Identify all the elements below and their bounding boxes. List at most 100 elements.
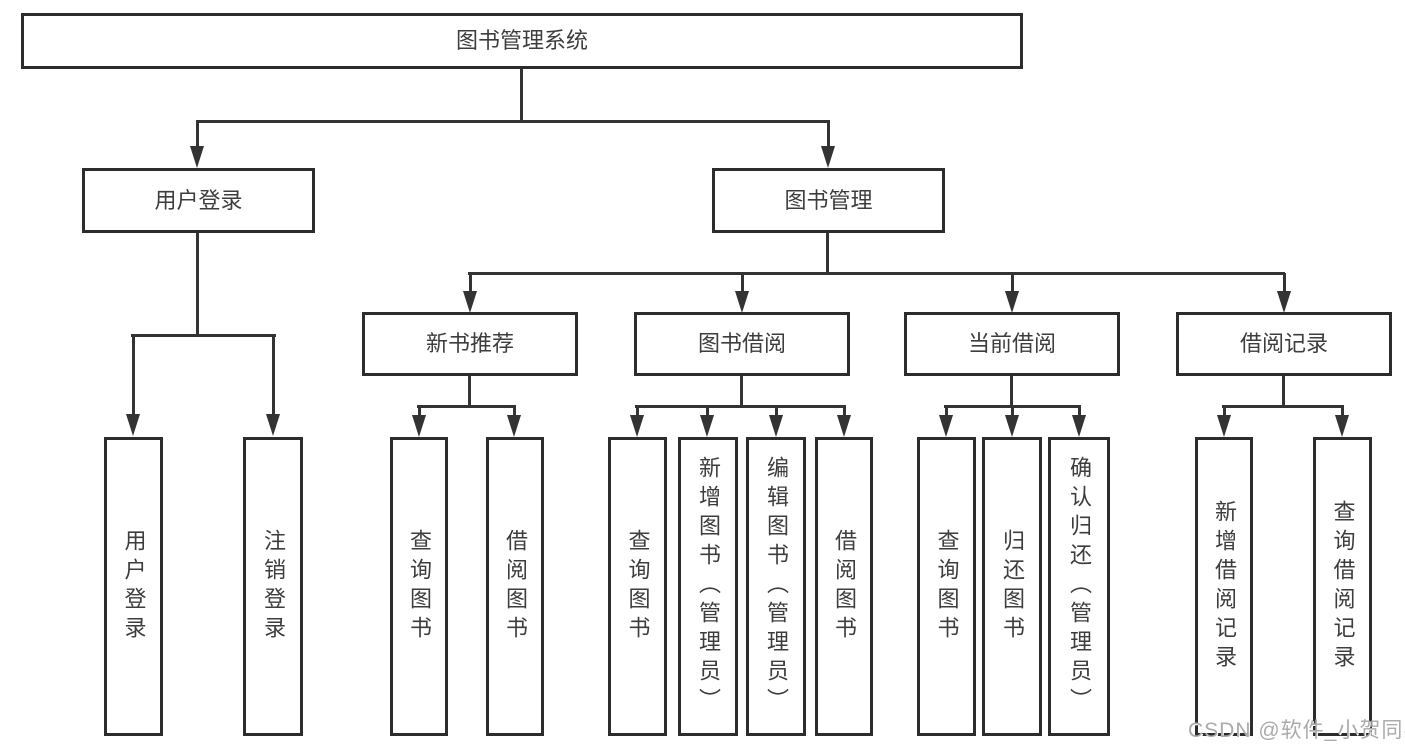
leaf-query-books-borrowing-label: 查询图书 bbox=[625, 528, 651, 645]
node-book-borrowing: 图书借阅 bbox=[634, 312, 850, 376]
arrow-shaft bbox=[1011, 406, 1014, 417]
leaf-borrow-books-borrowing: 借阅图书 bbox=[815, 437, 873, 736]
node-new-book-recommendation-label: 新书推荐 bbox=[425, 331, 514, 356]
leaf-return-books: 归还图书 bbox=[982, 437, 1042, 736]
leaf-query-borrow-record: 查询借阅记录 bbox=[1313, 437, 1372, 736]
leaf-user-login: 用户登录 bbox=[104, 437, 163, 736]
arrow-down-icon bbox=[190, 121, 205, 168]
leaf-confirm-return-admin: 确认归还（管理员） bbox=[1048, 437, 1110, 736]
arrow-shaft bbox=[636, 406, 639, 417]
arrow-head bbox=[266, 414, 280, 436]
arrow-shaft bbox=[1223, 406, 1226, 417]
leaf-logout: 注销登录 bbox=[243, 437, 303, 736]
arrow-head bbox=[1072, 415, 1086, 437]
arrow-down-icon bbox=[507, 406, 522, 437]
arrow-shaft bbox=[196, 121, 199, 148]
arrow-head bbox=[837, 415, 851, 437]
arrow-shaft bbox=[1078, 406, 1081, 417]
node-book-management: 图书管理 bbox=[712, 168, 945, 233]
arrow-head bbox=[735, 291, 749, 313]
leaf-add-borrow-record: 新增借阅记录 bbox=[1195, 437, 1253, 736]
arrow-head bbox=[821, 146, 835, 168]
leaf-query-books-current: 查询图书 bbox=[917, 437, 976, 736]
leaf-query-books-recommend: 查询图书 bbox=[390, 437, 448, 736]
connector-root-trunk bbox=[520, 66, 523, 122]
leaf-borrow-books-borrowing-label: 借阅图书 bbox=[832, 528, 857, 645]
node-new-book-recommendation: 新书推荐 bbox=[362, 312, 578, 376]
connector-recommend-trunk bbox=[468, 374, 471, 407]
arrow-head bbox=[1005, 415, 1019, 437]
connector-records-trunk bbox=[1282, 374, 1285, 407]
arrow-down-icon bbox=[1277, 273, 1292, 313]
leaf-add-books-admin: 新增图书（管理员） bbox=[678, 437, 738, 736]
arrow-down-icon bbox=[266, 336, 281, 436]
leaf-add-borrow-record-label: 新增借阅记录 bbox=[1212, 499, 1237, 674]
connector-borrowing-rail bbox=[635, 405, 846, 408]
arrow-shaft bbox=[741, 273, 744, 293]
node-borrowing-records: 借阅记录 bbox=[1176, 312, 1392, 376]
arrow-shaft bbox=[132, 336, 135, 416]
leaf-add-books-admin-label: 新增图书（管理员） bbox=[696, 456, 721, 717]
connector-user-login-rail bbox=[131, 334, 276, 337]
node-current-borrowing: 当前借阅 bbox=[904, 312, 1120, 376]
node-book-management-label: 图书管理 bbox=[784, 187, 873, 213]
connector-level3-rail bbox=[468, 272, 1285, 275]
leaf-query-borrow-record-label: 查询借阅记录 bbox=[1330, 499, 1356, 674]
leaf-confirm-return-admin-label: 确认归还（管理员） bbox=[1067, 456, 1092, 717]
connector-book-management-trunk bbox=[826, 231, 829, 275]
arrow-head bbox=[630, 415, 644, 437]
arrow-down-icon bbox=[700, 406, 715, 437]
arrow-down-icon bbox=[769, 406, 784, 437]
node-current-borrowing-label: 当前借阅 bbox=[967, 331, 1056, 356]
leaf-edit-books-admin-label: 编辑图书（管理员） bbox=[764, 456, 789, 717]
arrow-down-icon bbox=[1217, 406, 1232, 437]
node-user-login: 用户登录 bbox=[82, 168, 315, 233]
arrow-down-icon bbox=[837, 406, 852, 437]
arrow-head bbox=[1335, 415, 1349, 437]
arrow-down-icon bbox=[821, 121, 836, 168]
csdn-watermark: CSDN @软件_小贺同学 bbox=[1188, 719, 1405, 742]
arrow-shaft bbox=[706, 406, 709, 417]
arrow-head bbox=[939, 415, 953, 437]
arrow-down-icon bbox=[630, 406, 645, 437]
arrow-head bbox=[1005, 291, 1019, 313]
arrow-head bbox=[463, 291, 477, 313]
arrow-shaft bbox=[827, 121, 830, 148]
arrow-shaft bbox=[272, 336, 275, 416]
arrow-shaft bbox=[775, 406, 778, 417]
arrow-down-icon bbox=[1005, 273, 1020, 313]
connector-recommend-rail bbox=[417, 405, 516, 408]
leaf-user-login-label: 用户登录 bbox=[121, 528, 147, 645]
arrow-shaft bbox=[469, 273, 472, 293]
connector-borrowing-trunk bbox=[740, 374, 743, 407]
arrow-shaft bbox=[1283, 273, 1286, 293]
node-root: 图书管理系统 bbox=[21, 13, 1023, 69]
connector-current-trunk bbox=[1010, 374, 1013, 407]
leaf-query-books-borrowing: 查询图书 bbox=[608, 437, 667, 736]
arrow-shaft bbox=[843, 406, 846, 417]
arrow-shaft bbox=[1011, 273, 1014, 293]
node-borrowing-records-label: 借阅记录 bbox=[1239, 331, 1328, 356]
arrow-head bbox=[1217, 415, 1231, 437]
arrow-down-icon bbox=[1335, 406, 1350, 437]
arrow-down-icon bbox=[735, 273, 750, 313]
arrow-down-icon bbox=[1005, 406, 1020, 437]
arrow-head bbox=[507, 415, 521, 437]
leaf-return-books-label: 归还图书 bbox=[1000, 528, 1025, 645]
arrow-down-icon bbox=[412, 406, 427, 437]
connector-records-rail bbox=[1222, 405, 1344, 408]
arrow-down-icon bbox=[939, 406, 954, 437]
arrow-shaft bbox=[945, 406, 948, 417]
connector-level2-rail bbox=[196, 120, 830, 123]
node-book-borrowing-label: 图书借阅 bbox=[697, 331, 786, 356]
leaf-logout-label: 注销登录 bbox=[261, 528, 286, 645]
arrow-head bbox=[700, 415, 714, 437]
leaf-borrow-books-recommend: 借阅图书 bbox=[486, 437, 544, 736]
leaf-borrow-books-recommend-label: 借阅图书 bbox=[503, 528, 528, 645]
arrow-head bbox=[1277, 291, 1291, 313]
node-user-login-label: 用户登录 bbox=[154, 187, 243, 213]
arrow-head bbox=[769, 415, 783, 437]
node-root-label: 图书管理系统 bbox=[455, 28, 588, 53]
arrow-shaft bbox=[418, 406, 421, 417]
